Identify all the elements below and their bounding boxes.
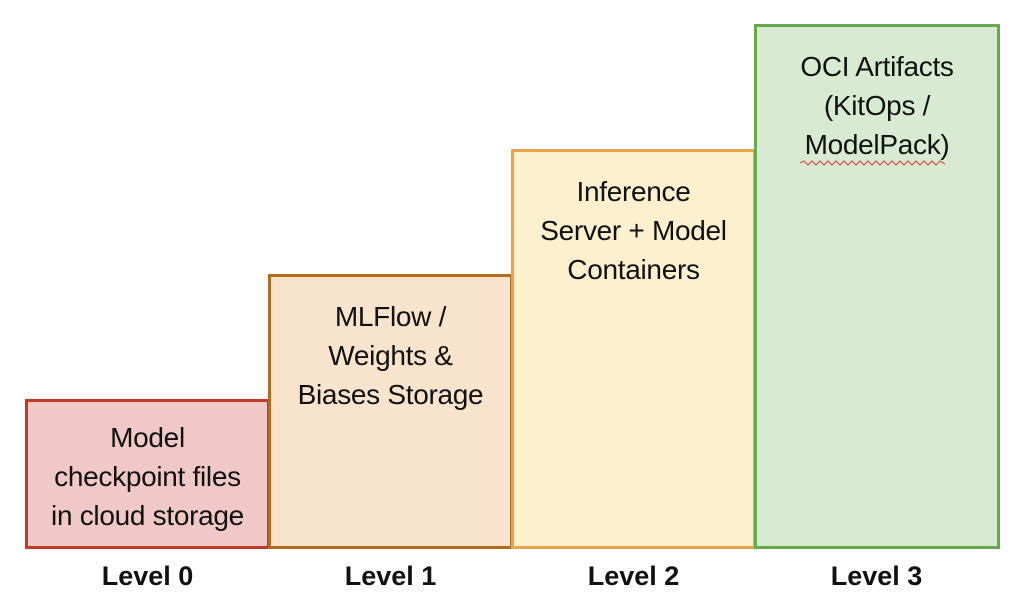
step-box-level-3: OCI Artifacts (KitOps / ModelPack)	[754, 24, 1000, 549]
step-text-level-1: MLFlow / Weights & Biases Storage	[297, 301, 484, 410]
step-text-level-2: Inference Server + Model Containers	[540, 176, 727, 285]
step-box-level-0: Model checkpoint files in cloud storage	[25, 399, 270, 549]
spellcheck-squiggle-icon	[800, 160, 945, 166]
level-label-2: Level 2	[587, 561, 680, 591]
level-label-1: Level 1	[344, 561, 437, 591]
level-label-0: Level 0	[101, 561, 194, 591]
level-label-3: Level 3	[830, 561, 923, 591]
step-text-level-0: Model checkpoint files in cloud storage	[51, 421, 244, 531]
step-box-level-2: Inference Server + Model Containers	[511, 149, 756, 549]
step-text-level-3: OCI Artifacts (KitOps / ModelPack)	[800, 51, 954, 160]
step-box-level-1: MLFlow / Weights & Biases Storage	[268, 274, 513, 549]
